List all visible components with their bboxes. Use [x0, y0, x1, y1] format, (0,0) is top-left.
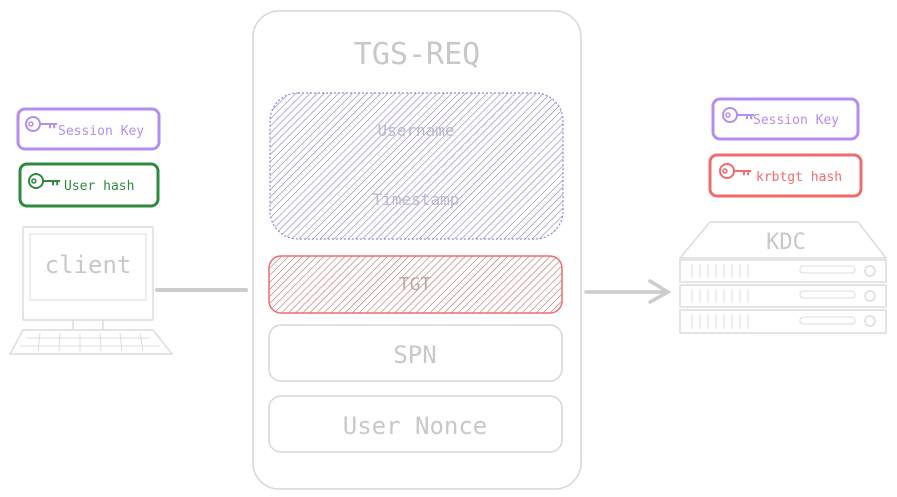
kdc-krbtgt-hash-badge: krbtgt hash — [708, 153, 863, 198]
key-icon — [716, 153, 753, 190]
key-icon — [22, 106, 59, 143]
kdc-session-key-badge: Session Key — [711, 97, 860, 141]
kdc-session-key-label: Session Key — [753, 113, 839, 128]
nonce-field: User Nonce — [268, 395, 563, 453]
authenticator-field: Username Timestamp — [269, 92, 564, 240]
spn-field: SPN — [268, 324, 563, 382]
spn-label: SPN — [393, 341, 436, 369]
client-session-key-badge: Session Key — [16, 106, 161, 151]
tgs-req-title: TGS-REQ — [354, 37, 480, 72]
tgs-req-message: TGS-REQ Username Timestamp TGT SPN User … — [252, 10, 582, 490]
kdc-krbtgt-hash-label: krbtgt hash — [756, 170, 842, 185]
client-user-hash-label: User hash — [64, 179, 134, 194]
tgt-label: TGT — [399, 274, 432, 295]
client-user-hash-badge: User hash — [18, 162, 160, 208]
client-computer: client — [8, 226, 174, 355]
key-icon — [719, 97, 756, 134]
request-arrow — [584, 279, 672, 304]
authenticator-timestamp: Timestamp — [373, 190, 460, 209]
kdc-label: KDC — [766, 230, 806, 255]
kdc-server: KDC — [678, 221, 888, 334]
key-icon — [25, 163, 62, 200]
client-label: client — [45, 251, 132, 279]
tgt-field: TGT — [268, 255, 563, 314]
client-session-key-label: Session Key — [58, 124, 144, 139]
authenticator-username: Username — [377, 121, 454, 140]
nonce-label: User Nonce — [343, 412, 488, 440]
